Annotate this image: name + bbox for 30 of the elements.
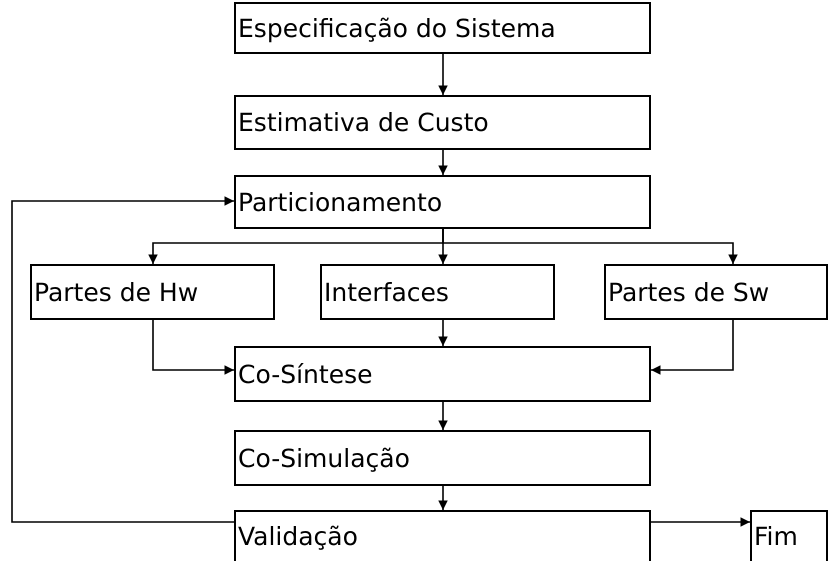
arrow	[438, 320, 448, 346]
process-box	[30, 264, 275, 320]
process-box	[604, 264, 828, 320]
arrow	[442, 229, 738, 264]
box-label: Particionamento	[238, 188, 442, 216]
arrow	[438, 402, 448, 430]
process-box	[234, 510, 651, 561]
box-label: Co-Simulação	[238, 444, 410, 472]
process-box	[234, 346, 651, 402]
box-label: Interfaces	[324, 278, 449, 306]
process-box	[234, 95, 651, 150]
process-box	[234, 430, 651, 486]
box-label: Co-Síntese	[238, 360, 372, 388]
process-box	[234, 2, 651, 54]
arrow	[11, 196, 234, 523]
box-label: Estimativa de Custo	[238, 108, 489, 137]
arrow	[438, 54, 448, 95]
arrow	[152, 320, 234, 375]
process-box	[234, 175, 651, 229]
process-box	[750, 510, 828, 561]
arrow	[438, 486, 448, 510]
process-box	[320, 264, 555, 320]
box-label: Especificação do Sistema	[238, 14, 556, 42]
box-label: Fim	[754, 522, 798, 551]
arrow	[651, 517, 750, 527]
arrow	[438, 150, 448, 175]
box-label: Partes de Sw	[608, 278, 770, 306]
box-label: Partes de Hw	[34, 278, 198, 306]
arrow	[651, 320, 734, 375]
box-label: Validação	[238, 522, 358, 551]
